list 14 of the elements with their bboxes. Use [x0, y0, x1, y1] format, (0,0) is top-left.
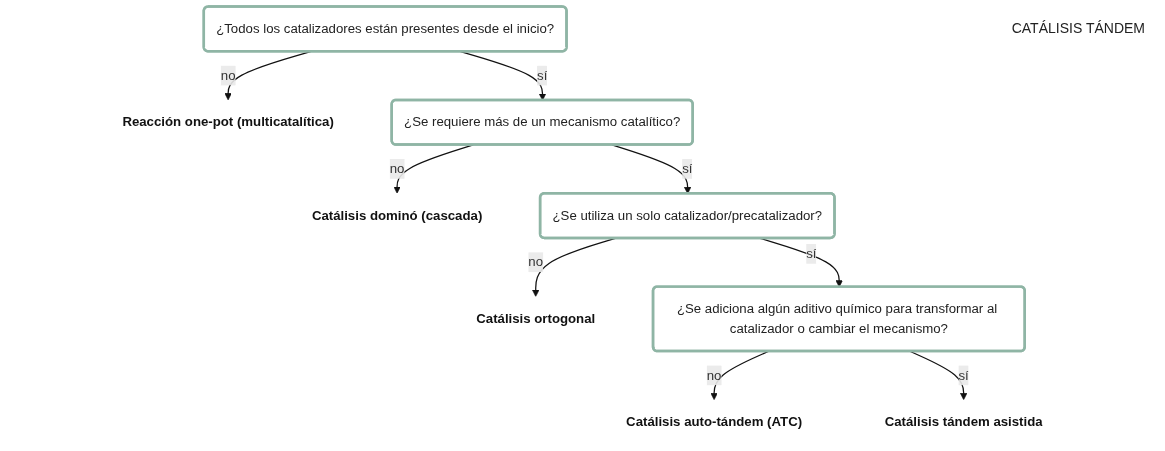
node-text: Catálisis auto-tándem (ATC) [626, 414, 803, 429]
edge-label: sí [806, 246, 817, 261]
edge-label: no [220, 68, 236, 83]
edge-label: no [528, 254, 544, 269]
edge-label: sí [682, 161, 693, 176]
node-text: Catálisis dominó (cascada) [311, 208, 483, 223]
edge-label: sí [958, 367, 969, 383]
edge-label: no [706, 367, 722, 383]
note-text: CATÁLISIS TÁNDEM [1011, 20, 1145, 36]
edge-label: no [389, 161, 405, 176]
node-text: Reacción one-pot (multicatalítica) [122, 114, 334, 129]
node-text: Catálisis tándem asistida [884, 414, 1043, 429]
edge-label: sí [537, 68, 548, 83]
node-text: Catálisis ortogonal [476, 311, 596, 326]
